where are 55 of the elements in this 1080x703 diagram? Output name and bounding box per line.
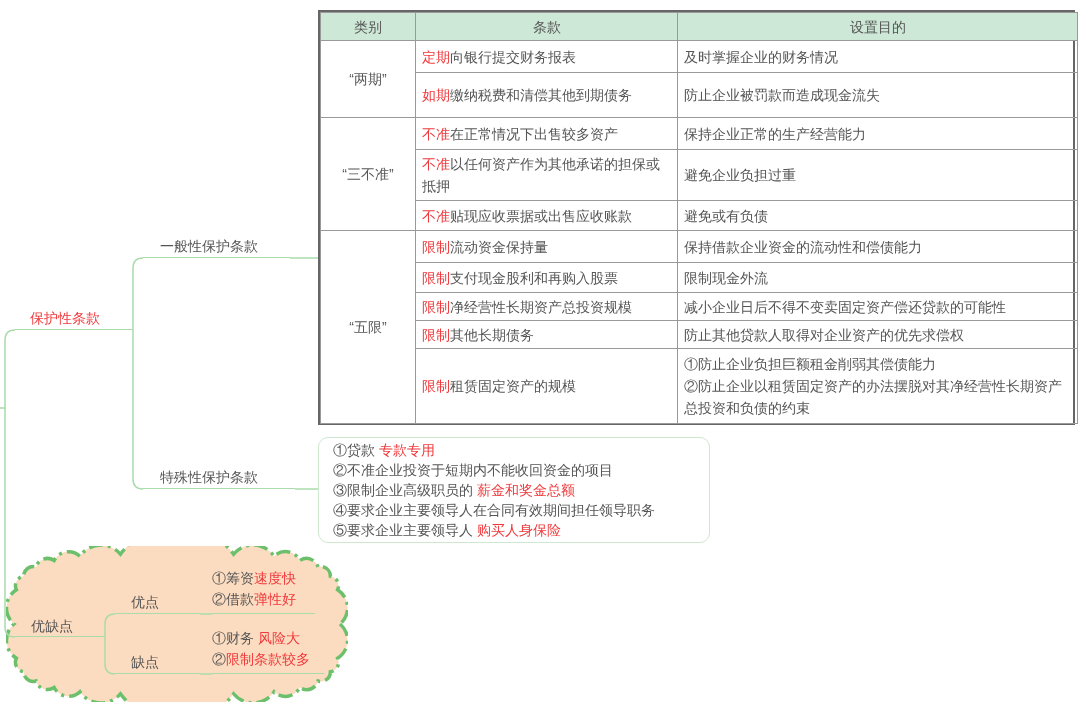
branch-line bbox=[132, 257, 144, 331]
list-item: ①筹资速度快 bbox=[212, 569, 297, 588]
clause-text: 限制流动资金保持量 bbox=[415, 230, 678, 263]
branch-label: 保护性条款 bbox=[15, 308, 133, 330]
clause-text: 限制净经营性长期资产总投资规模 bbox=[415, 292, 678, 321]
item-group bbox=[212, 568, 315, 614]
category-label: “两期” bbox=[320, 40, 416, 118]
category-label: “五限” bbox=[320, 230, 416, 424]
branch-label: 一般性保护条款 bbox=[143, 236, 290, 258]
branch-line bbox=[289, 257, 319, 259]
purpose-text: 防止其他贷款人取得对企业资产的优先求偿权 bbox=[677, 320, 1078, 349]
comparison-table bbox=[318, 10, 1075, 425]
purpose-text: 减小企业日后不得不变卖固定资产偿还贷款的可能性 bbox=[677, 292, 1078, 321]
branch-label: 优点 bbox=[115, 592, 200, 614]
clause-text: 不准以任何资产作为其他承诺的担保或抵押 bbox=[415, 149, 678, 201]
column-header: 条款 bbox=[415, 12, 678, 41]
clause-text: 不准贴现应收票据或出售应收账款 bbox=[415, 200, 678, 231]
purpose-text: 保持借款企业资金的流动性和偿债能力 bbox=[677, 230, 1078, 263]
column-header: 类别 bbox=[320, 12, 416, 41]
clause-text: 如期缴纳税费和清偿其他到期债务 bbox=[415, 72, 678, 118]
clause-text: 定期向银行提交财务报表 bbox=[415, 40, 678, 73]
list-item: ①财务 风险大 bbox=[212, 629, 301, 648]
note-card bbox=[318, 437, 710, 543]
branch-line bbox=[294, 488, 319, 490]
list-item: ②限制条款较多 bbox=[212, 650, 311, 669]
branch-line bbox=[4, 407, 16, 638]
list-item: ④要求企业主要领导人在合同有效期间担任领导职务 bbox=[333, 502, 656, 520]
purpose-text: 保持企业正常的生产经营能力 bbox=[677, 117, 1078, 150]
clause-text: 不准在正常情况下出售较多资产 bbox=[415, 117, 678, 150]
purpose-text: 限制现金外流 bbox=[677, 262, 1078, 293]
branch-label: 特殊性保护条款 bbox=[143, 467, 295, 489]
purpose-text: ①防止企业负担巨额租金削弱其偿债能力 bbox=[684, 355, 937, 374]
clause-text: 限制租赁固定资产的规模 bbox=[415, 348, 678, 424]
branch-line bbox=[0, 329, 16, 409]
list-item: ②不准企业投资于短期内不能收回资金的项目 bbox=[333, 462, 614, 480]
category-label: “三不准” bbox=[320, 117, 416, 231]
column-header: 设置目的 bbox=[677, 12, 1078, 41]
branch-label: 缺点 bbox=[115, 652, 200, 674]
purpose-text: 避免或有负债 bbox=[677, 200, 1078, 231]
purpose-text: 防止企业被罚款而造成现金流失 bbox=[677, 72, 1078, 118]
list-item: ⑤要求企业主要领导人 购买人身保险 bbox=[333, 522, 562, 540]
list-item: ②借款弹性好 bbox=[212, 590, 297, 609]
list-item: ①贷款 专款专用 bbox=[333, 442, 436, 460]
branch-label: 优缺点 bbox=[15, 616, 105, 637]
item-group bbox=[212, 628, 324, 674]
purpose-text: ②防止企业以租赁固定资产的办法摆脱对其净经营性长期资产总投资和负债的约束 bbox=[684, 377, 1063, 418]
branch-line bbox=[199, 613, 213, 615]
purpose-text: 及时掌握企业的财务情况 bbox=[677, 40, 1078, 73]
branch-line bbox=[104, 613, 116, 638]
clause-text: 限制支付现金股利和再购入股票 bbox=[415, 262, 678, 293]
purpose-text: 避免企业负担过重 bbox=[677, 149, 1078, 201]
list-item: ③限制企业高级职员的 薪金和奖金总额 bbox=[333, 482, 576, 500]
branch-line bbox=[199, 673, 213, 675]
cloud-callout bbox=[6, 546, 348, 702]
clause-text: 限制其他长期债务 bbox=[415, 320, 678, 349]
